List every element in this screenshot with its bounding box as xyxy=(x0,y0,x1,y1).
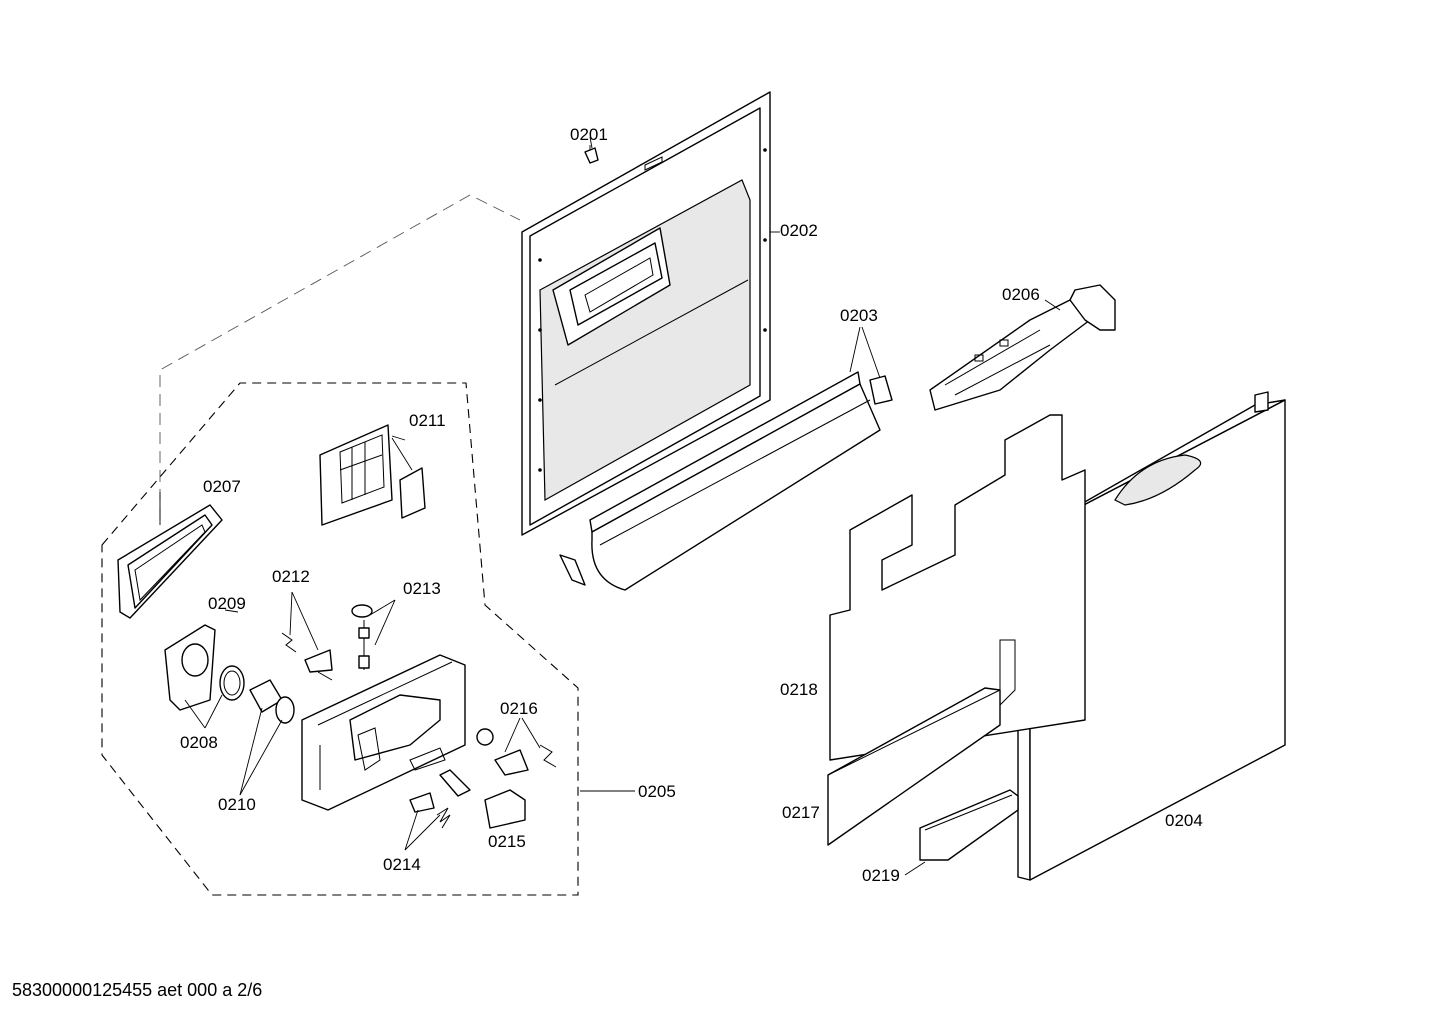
part-0201-screw xyxy=(584,145,599,164)
part-0211-cover xyxy=(319,424,426,526)
label-0206: 0206 xyxy=(1002,285,1040,304)
assembly-0205-boundary xyxy=(101,382,579,896)
label-0208: 0208 xyxy=(180,733,218,752)
label-0212: 0212 xyxy=(272,567,310,586)
part-0217-insulation-strip xyxy=(827,687,1001,846)
label-0207: 0207 xyxy=(203,477,241,496)
part-0203-channel xyxy=(559,371,893,591)
label-0213: 0213 xyxy=(403,579,441,598)
label-0215: 0215 xyxy=(488,832,526,851)
label-0211: 0211 xyxy=(409,411,446,430)
part-0207-frame xyxy=(117,504,223,619)
part-0210-nozzle xyxy=(249,679,295,724)
label-0214: 0214 xyxy=(383,855,421,874)
part-0213-pin xyxy=(351,604,373,670)
part-0205-dispenser xyxy=(301,654,466,811)
label-0210: 0210 xyxy=(218,795,256,814)
label-0201: 0201 xyxy=(570,125,608,144)
leader-lines xyxy=(159,136,1061,876)
label-0205: 0205 xyxy=(638,782,676,801)
part-0212-spring-lever xyxy=(281,632,333,681)
label-0217: 0217 xyxy=(782,803,820,822)
part-0214-latch-parts xyxy=(409,769,471,829)
label-0218: 0218 xyxy=(780,680,818,699)
outer-group-boundary xyxy=(159,194,521,520)
part-0208-housing xyxy=(164,624,216,711)
part-0216-catch-parts xyxy=(476,728,557,776)
label-0202: 0202 xyxy=(780,221,818,240)
part-0218-insulation xyxy=(829,414,1086,761)
label-0209: 0209 xyxy=(208,594,246,613)
part-0215-switch xyxy=(484,789,526,829)
part-0219-trim xyxy=(919,789,1019,861)
label-0203: 0203 xyxy=(840,306,878,325)
part-0202-inner-door xyxy=(521,91,771,536)
document-code: 58300000125455 aet 000 a 2/6 xyxy=(12,980,263,1000)
label-0216: 0216 xyxy=(500,699,538,718)
label-0219: 0219 xyxy=(862,866,900,885)
label-0204: 0204 xyxy=(1165,811,1203,830)
part-0206-hinge-bracket xyxy=(929,284,1116,411)
